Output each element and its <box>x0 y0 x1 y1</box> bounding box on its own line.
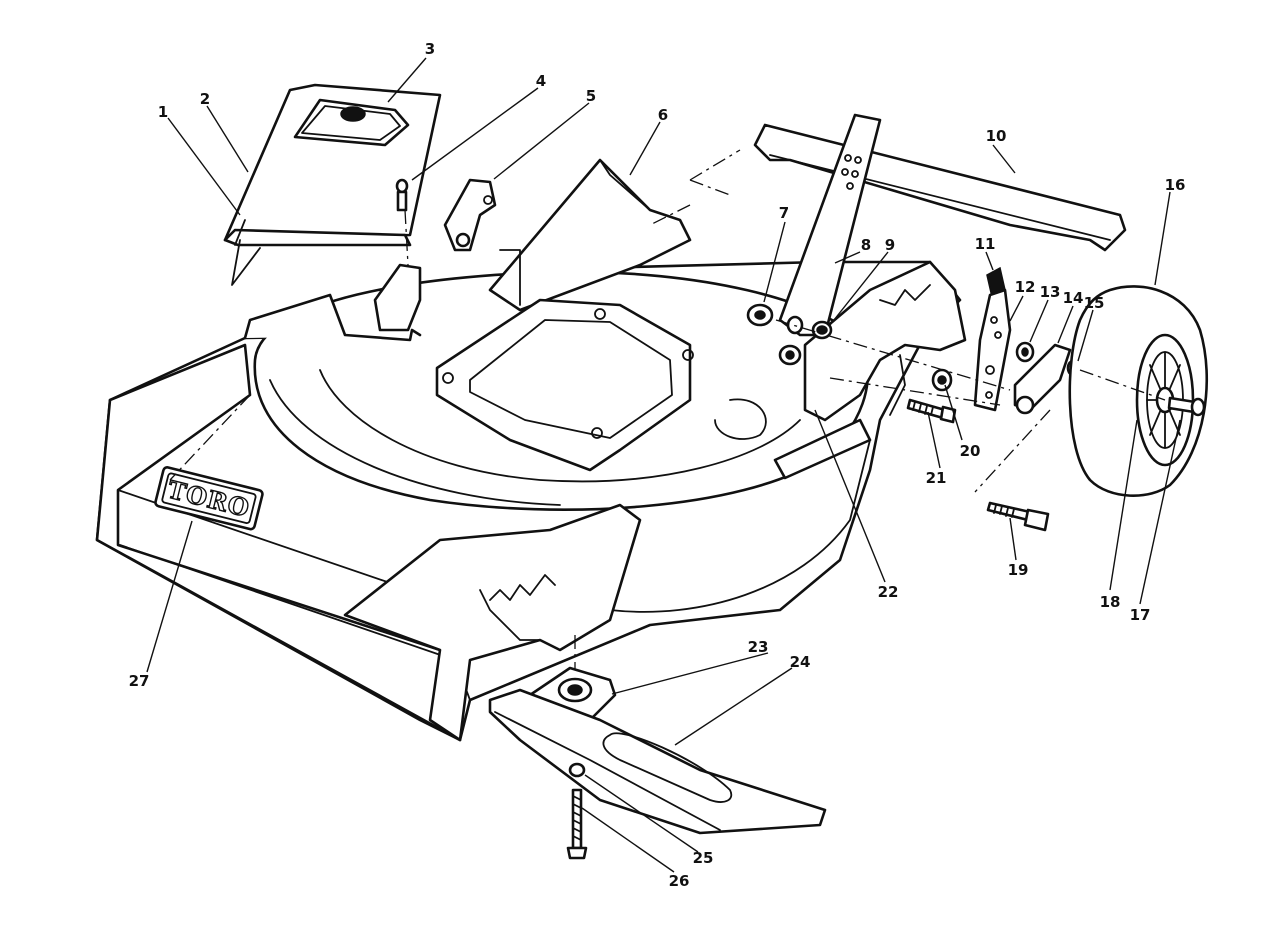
callout-18: 18 <box>1100 593 1121 611</box>
bolts <box>906 398 1050 532</box>
front-axle-bracket <box>343 503 642 742</box>
hinge-bracket <box>373 178 497 332</box>
callout-27: 27 <box>129 672 150 690</box>
callout-6: 6 <box>658 106 668 124</box>
rear-baffle <box>753 123 1127 252</box>
callout-9: 9 <box>885 236 895 254</box>
callout-numbers: 1 2 3 4 5 6 7 8 9 10 11 12 13 14 15 16 1… <box>129 40 1186 890</box>
callout-24: 24 <box>790 653 811 671</box>
callout-13: 13 <box>1040 283 1061 301</box>
callout-20: 20 <box>960 442 981 460</box>
callout-17: 17 <box>1130 606 1151 624</box>
callout-19: 19 <box>1008 561 1029 579</box>
blade-bolt <box>566 762 588 860</box>
callout-10: 10 <box>986 127 1007 145</box>
callout-3: 3 <box>425 40 435 58</box>
callout-4: 4 <box>536 72 546 90</box>
callout-25: 25 <box>693 849 714 867</box>
leader-lines <box>146 57 1181 873</box>
callout-23: 23 <box>748 638 769 656</box>
callout-11: 11 <box>975 235 996 253</box>
hardware-nuts-washers <box>746 303 953 392</box>
callout-1: 1 <box>158 103 168 121</box>
mower-deck-housing: TORO <box>95 158 962 742</box>
callout-22: 22 <box>878 583 899 601</box>
callout-8: 8 <box>861 236 871 254</box>
callout-7: 7 <box>779 204 789 222</box>
handle-bracket <box>778 113 882 337</box>
callout-21: 21 <box>926 469 947 487</box>
callout-12: 12 <box>1015 278 1036 296</box>
callout-5: 5 <box>586 87 596 105</box>
callout-26: 26 <box>669 872 690 890</box>
callout-14: 14 <box>1063 289 1084 307</box>
callout-15: 15 <box>1084 294 1105 312</box>
discharge-door <box>223 83 442 286</box>
mower-blade <box>488 688 827 835</box>
callout-16: 16 <box>1165 176 1186 194</box>
height-adjuster-plate <box>773 260 967 480</box>
height-adjust-lever <box>973 266 1080 415</box>
callout-2: 2 <box>200 90 210 108</box>
alignment-lines <box>169 149 1166 670</box>
